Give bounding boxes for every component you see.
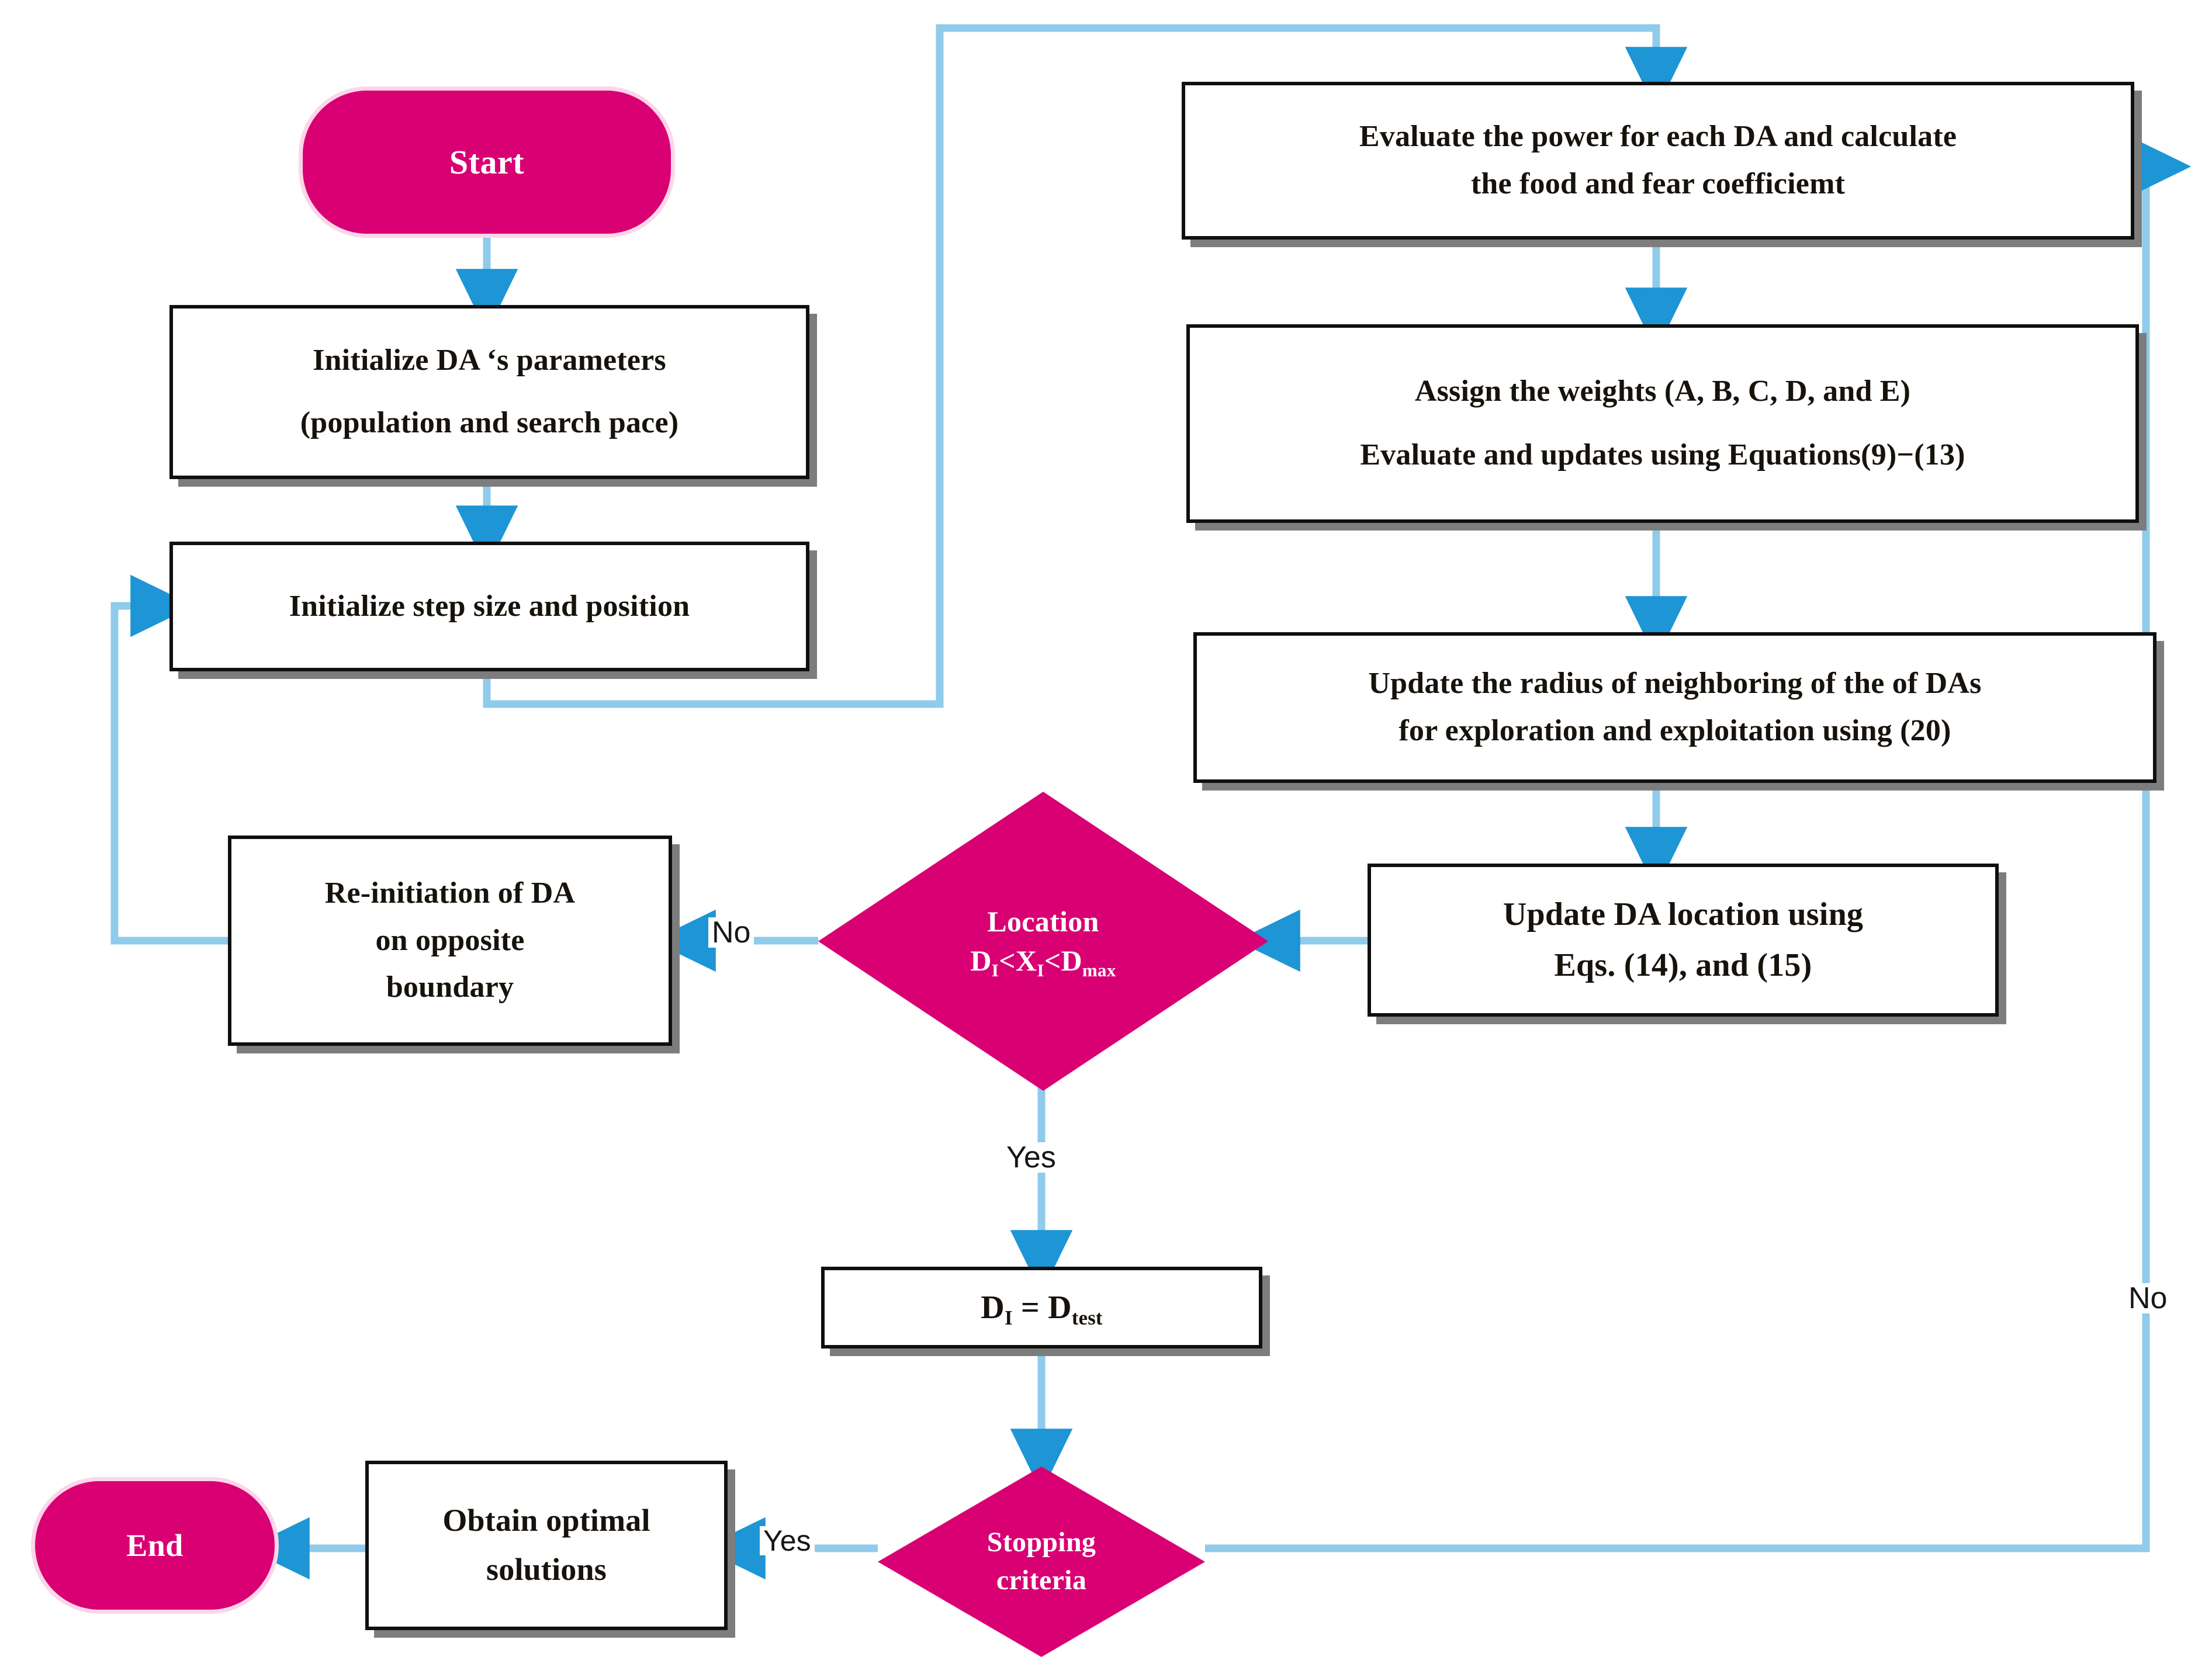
node-location-check-label: Location DI<XI<Dmax: [970, 902, 1116, 981]
node-start[interactable]: Start: [303, 91, 671, 234]
node-update-radius-line2: for exploration and exploitation using (…: [1398, 714, 1951, 747]
node-reinitiation-line2: on opposite: [375, 923, 525, 957]
node-assign-weights-line1: Assign the weights (A, B, C, D, and E): [1414, 375, 1911, 408]
node-location-check-line1: Location: [987, 904, 1099, 938]
node-stopping-criteria-line1: Stopping: [986, 1527, 1096, 1558]
node-stopping-criteria[interactable]: Stopping criteria: [878, 1467, 1205, 1657]
node-assign-weights-line2: Evaluate and updates using Equations(9)−…: [1360, 438, 1965, 472]
node-end[interactable]: End: [35, 1481, 275, 1610]
node-reinitiation[interactable]: Re-initiation of DA on opposite boundary: [228, 836, 672, 1046]
node-obtain-solutions-line2: solutions: [486, 1552, 607, 1587]
node-initialize-parameters[interactable]: Initialize DA ‘s parameters (population …: [169, 305, 809, 479]
node-update-radius-line1: Update the radius of neighboring of the …: [1368, 667, 1982, 701]
node-initialize-parameters-line2: (population and search pace): [300, 406, 679, 439]
node-stopping-criteria-label: Stopping criteria: [987, 1524, 1096, 1600]
edge-label-stopping-no: No: [2125, 1283, 2171, 1313]
node-initialize-parameters-line1: Initialize DA ‘s parameters: [313, 344, 666, 377]
node-update-da-location-line1: Update DA location using: [1503, 896, 1864, 933]
node-evaluate-power-line2: the food and fear coefficiemt: [1470, 167, 1846, 200]
edge-reinit-to-init-step: [110, 574, 228, 945]
node-obtain-solutions-line1: Obtain optimal: [442, 1503, 650, 1538]
node-update-radius[interactable]: Update the radius of neighboring of the …: [1193, 632, 2156, 783]
edge-label-stopping-yes: Yes: [760, 1526, 815, 1555]
node-d-assignment-expr: DI = Dtest: [981, 1289, 1103, 1329]
node-d-assignment[interactable]: DI = Dtest: [821, 1267, 1262, 1349]
node-start-label: Start: [449, 143, 525, 181]
edge-label-location-no: No: [708, 917, 754, 948]
node-assign-weights[interactable]: Assign the weights (A, B, C, D, and E) E…: [1186, 324, 2139, 523]
node-update-da-location-line2: Eqs. (14), and (15): [1554, 947, 1812, 983]
node-location-check[interactable]: Location DI<XI<Dmax: [818, 792, 1268, 1091]
edge-label-location-yes: Yes: [1003, 1142, 1060, 1173]
edge-stopping-no-to-evaluate: [1205, 135, 2192, 1552]
node-initialize-step-size[interactable]: Initialize step size and position: [169, 542, 809, 671]
node-evaluate-power-line1: Evaluate the power for each DA and calcu…: [1359, 120, 1957, 154]
node-initialize-step-size-label: Initialize step size and position: [289, 589, 690, 623]
node-end-label: End: [126, 1528, 184, 1563]
node-update-da-location[interactable]: Update DA location using Eqs. (14), and …: [1368, 864, 1999, 1017]
node-obtain-solutions[interactable]: Obtain optimal solutions: [365, 1461, 728, 1630]
node-reinitiation-line1: Re-initiation of DA: [324, 876, 576, 910]
node-stopping-criteria-line2: criteria: [996, 1565, 1087, 1596]
connector-group: Re-initiation --> D_I = D_test --> Obtai…: [110, 24, 2192, 1580]
node-location-check-line2: DI<XI<Dmax: [970, 944, 1116, 980]
edge-init-step-to-evaluate: [483, 24, 1688, 708]
node-evaluate-power[interactable]: Evaluate the power for each DA and calcu…: [1182, 82, 2134, 240]
node-reinitiation-line3: boundary: [386, 970, 514, 1004]
